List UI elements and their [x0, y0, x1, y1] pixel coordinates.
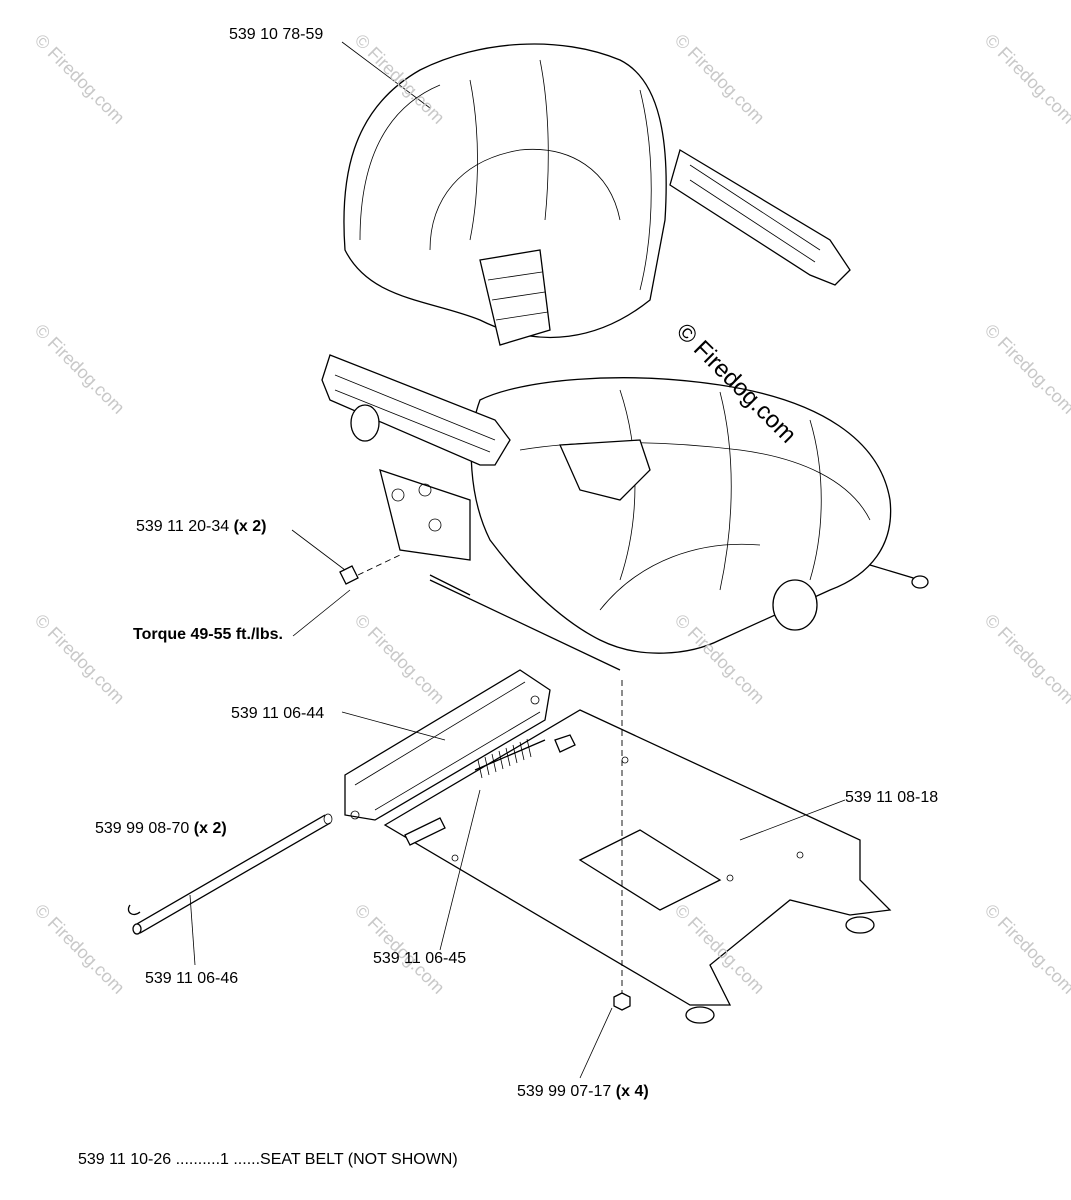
callout-spring: 539 11 06-45	[373, 950, 466, 968]
callout-bolt: 539 11 20-34 (x 2)	[136, 518, 266, 536]
part-number: 539 10 78-59	[229, 26, 324, 43]
leader-lines	[189, 41, 846, 1079]
slide-bracket	[344, 669, 551, 821]
callout-torque: Torque 49-55 ft./lbs.	[133, 626, 283, 644]
seat-base	[350, 404, 929, 671]
part-number: 539 11 06-45	[373, 950, 467, 967]
seat-back	[343, 43, 667, 346]
footer-note: 539 11 10-26 ..........1 ......SEAT BELT…	[78, 1151, 458, 1168]
part-number: 539 11 08-18	[845, 789, 939, 806]
armrest-left	[321, 354, 511, 466]
quantity: (x 2)	[233, 518, 267, 535]
part-number: 539 99 08-70	[95, 820, 190, 837]
armrest-right	[669, 149, 851, 286]
part-number: 539 11 06-44	[231, 705, 325, 722]
callout-nut: 539 99 07-17 (x 4)	[517, 1083, 649, 1101]
rod	[127, 813, 333, 935]
part-number: 539 11 06-46	[145, 970, 239, 987]
callout-bracket: 539 11 06-44	[231, 705, 324, 723]
callout-seat: 539 10 78-59	[229, 26, 323, 44]
part-number: 539 11 20-34	[136, 518, 230, 535]
torque-spec: Torque 49-55 ft./lbs.	[133, 626, 283, 643]
spring	[404, 734, 576, 846]
callout-plate: 539 11 08-18	[845, 789, 938, 807]
part-number: 539 99 07-17	[517, 1083, 612, 1100]
callout-clip: 539 99 08-70 (x 2)	[95, 820, 227, 838]
seat-cushion	[470, 377, 892, 654]
quantity: (x 4)	[615, 1083, 649, 1100]
callout-rod: 539 11 06-46	[145, 970, 238, 988]
mounting-plate	[383, 709, 892, 1024]
nut	[613, 680, 631, 1011]
bolt	[339, 554, 401, 585]
quantity: (x 2)	[193, 820, 227, 837]
